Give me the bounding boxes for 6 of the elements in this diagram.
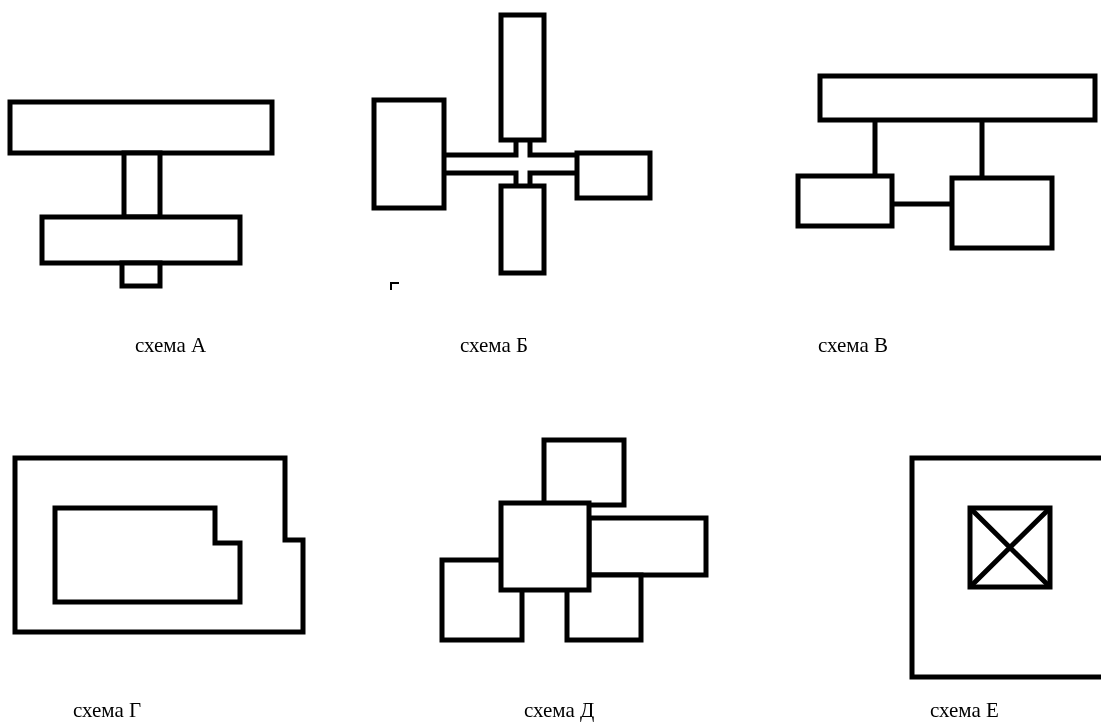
scheme-caption: схема Б xyxy=(460,333,529,358)
scheme-caption: схема Г xyxy=(73,698,142,723)
scheme-caption: схема Е xyxy=(930,698,999,723)
scheme-caption: схема В xyxy=(818,333,889,358)
scheme-caption: схема А xyxy=(135,333,207,358)
scheme-caption: схема Д xyxy=(524,698,595,723)
